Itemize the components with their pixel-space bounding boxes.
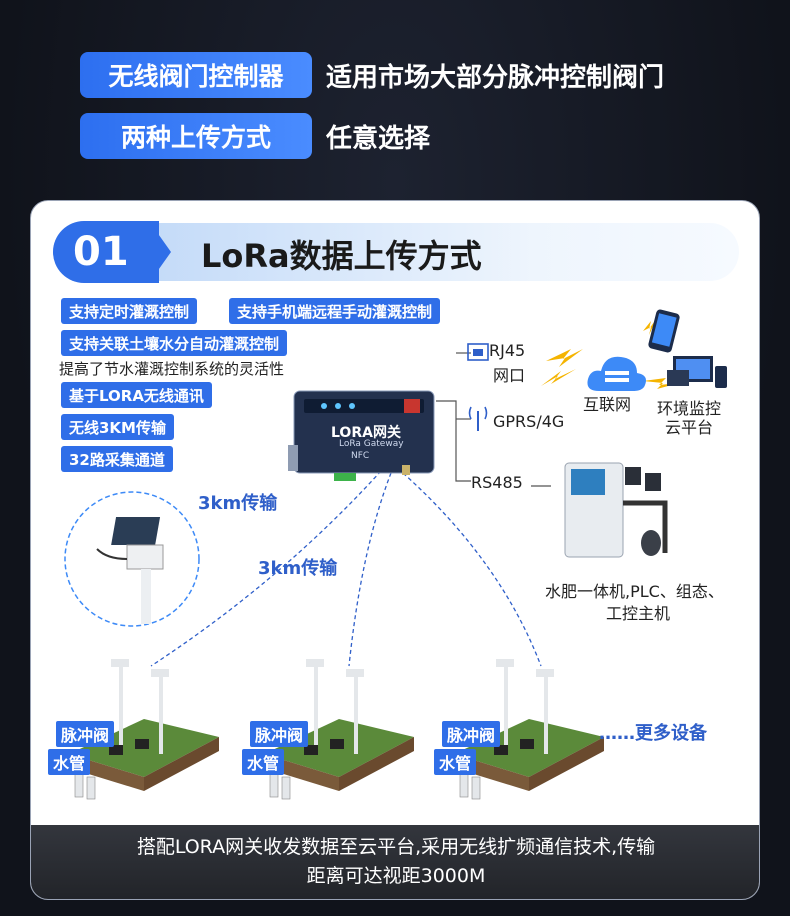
pipe-label-1: 水管 (48, 749, 91, 775)
rj45-sub-label: 网口 (493, 366, 526, 385)
internet-label: 互联网 (583, 395, 632, 414)
gateway-name: LORA网关 (331, 425, 401, 441)
env-label-2: 云平台 (665, 418, 714, 437)
valve-label-1: 脉冲阀 (56, 721, 115, 747)
feature-tag-6: 32路采集通道 (61, 446, 173, 472)
feature-note: 提高了节水灌溉控制系统的灵活性 (59, 360, 285, 378)
header-pill-1: 无线阀门控制器 (80, 52, 312, 98)
sensor-node-icon (64, 491, 200, 627)
env-label-1: 环境监控 (657, 399, 722, 418)
monitor-devices-icon (667, 356, 727, 388)
feature-tag-3: 支持关联土壤水分自动灌溉控制 (61, 330, 288, 356)
valve-label-2: 脉冲阀 (250, 721, 309, 747)
feature-tag-5: 无线3KM传输 (61, 414, 174, 440)
distance-label-2: 3km传输 (258, 558, 338, 579)
header-row-1: 无线阀门控制器 适用市场大部分脉冲控制阀门 (80, 52, 664, 98)
feature-tag-1: 支持定时灌溉控制 (61, 298, 198, 324)
section-number-arrow (149, 221, 171, 283)
section-title: LoRa数据上传方式 (201, 237, 482, 275)
field-site-2 (264, 659, 414, 800)
footer-line-2: 距离可达视距3000M (306, 865, 486, 887)
gateway-sub: LoRa Gateway (339, 439, 404, 449)
field-site-3 (454, 659, 604, 800)
distance-label-1: 3km传输 (198, 493, 278, 514)
gateway-nfc: NFC (351, 451, 370, 461)
rs485-label: RS485 (471, 473, 523, 492)
footer-caption: 搭配LORA网关收发数据至云平台,采用无线扩频通信技术,传输 距离可达视距300… (31, 825, 759, 899)
section-number: 01 (53, 221, 159, 283)
lora-gateway-icon (288, 390, 435, 481)
valve-label-3: 脉冲阀 (442, 721, 501, 747)
connection-lines (150, 318, 679, 667)
device-label-1: 水肥一体机,PLC、组态、 (545, 582, 724, 601)
cloud-icon (587, 356, 646, 391)
pipe-label-2: 水管 (242, 749, 285, 775)
more-devices-label: ……更多设备 (599, 723, 707, 744)
ethernet-port-icon (467, 343, 489, 361)
rj45-label: RJ45 (489, 341, 526, 360)
header-pill-2: 两种上传方式 (80, 113, 312, 159)
smartphone-icon (648, 309, 680, 353)
fertigation-machine-icon (564, 462, 668, 558)
diagram-card: 01 LoRa数据上传方式 支持定时灌溉控制 支持手机端远程手动灌溉控制 支持关… (30, 200, 760, 900)
header-desc-1: 适用市场大部分脉冲控制阀门 (326, 62, 665, 93)
header-row-2: 两种上传方式 任意选择 (80, 113, 430, 159)
footer-line-1: 搭配LORA网关收发数据至云平台,采用无线扩频通信技术,传输 (136, 836, 656, 858)
header-desc-2: 任意选择 (326, 123, 431, 154)
gprs-label: GPRS/4G (493, 412, 565, 431)
feature-tag-2: 支持手机端远程手动灌溉控制 (229, 298, 441, 324)
pipe-label-3: 水管 (434, 749, 477, 775)
feature-tag-4: 基于LORA无线通讯 (61, 382, 212, 408)
device-label-2: 工控主机 (606, 604, 671, 623)
signal-tower-icon (468, 406, 488, 431)
